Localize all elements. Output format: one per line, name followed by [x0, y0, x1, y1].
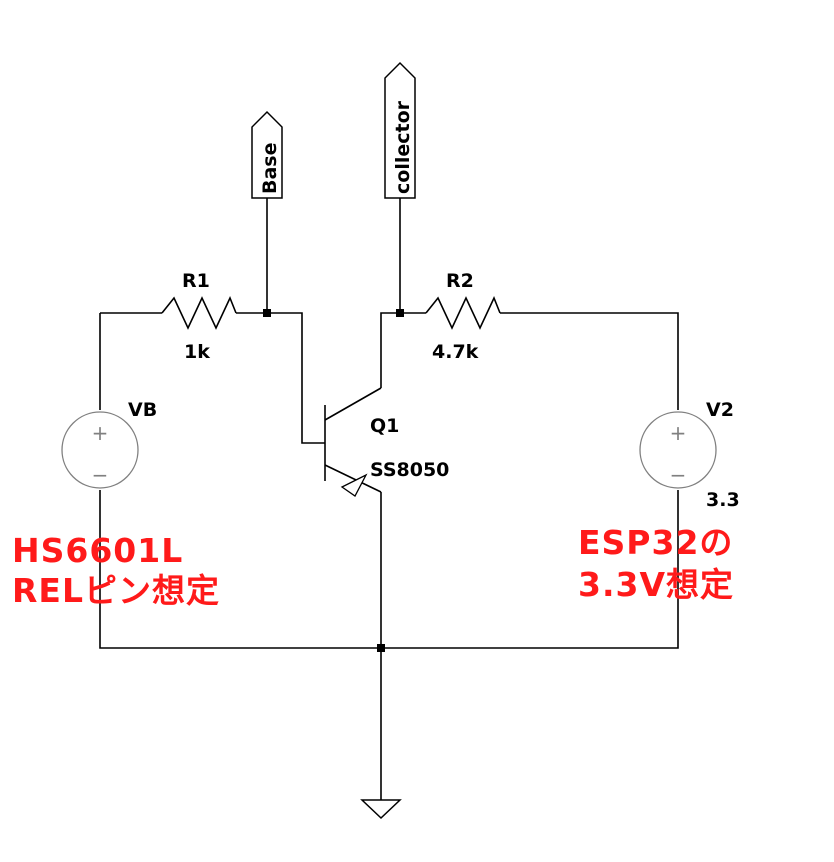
v2-ref: V2	[706, 399, 734, 421]
junction-base	[263, 309, 271, 317]
ground-symbol	[360, 799, 402, 820]
v2-value: 3.3	[706, 489, 740, 511]
net-label-base: Base	[251, 110, 283, 199]
vb-ref: VB	[128, 399, 157, 421]
wire-collector	[380, 312, 426, 388]
vb-plus-sign: +	[92, 421, 109, 445]
r2-ref: R2	[446, 270, 474, 292]
junction-collector	[396, 309, 404, 317]
voltage-source-v2: + −	[639, 411, 717, 489]
voltage-source-vb: + −	[61, 411, 139, 489]
note-right-line2: 3.3V想定	[578, 565, 734, 604]
net-label-base-text: Base	[259, 143, 281, 195]
emitter-arrow	[340, 473, 368, 497]
note-left-line1: HS6601L	[12, 531, 183, 570]
note-right-line1: ESP32の	[578, 523, 733, 562]
q1-ref: Q1	[370, 415, 399, 437]
r2-value: 4.7k	[432, 341, 479, 363]
r1-value: 1k	[184, 341, 210, 363]
v2-minus-sign: −	[670, 463, 687, 487]
v2-plus-sign: +	[670, 421, 687, 445]
wire-vb-bottom	[99, 490, 679, 649]
net-label-collector: collector	[384, 61, 416, 199]
net-label-collector-text: collector	[392, 100, 414, 194]
resistor-r2-symbol	[425, 295, 501, 330]
resistor-r1-symbol	[161, 295, 237, 330]
note-left-line2: RELピン想定	[12, 571, 220, 610]
transistor-q1	[324, 387, 382, 497]
wire-base	[236, 312, 325, 444]
wire-right-top	[500, 312, 679, 410]
vb-minus-sign: −	[92, 463, 109, 487]
r1-ref: R1	[182, 270, 210, 292]
q1-model: SS8050	[370, 459, 449, 481]
junction-ground	[377, 644, 385, 652]
